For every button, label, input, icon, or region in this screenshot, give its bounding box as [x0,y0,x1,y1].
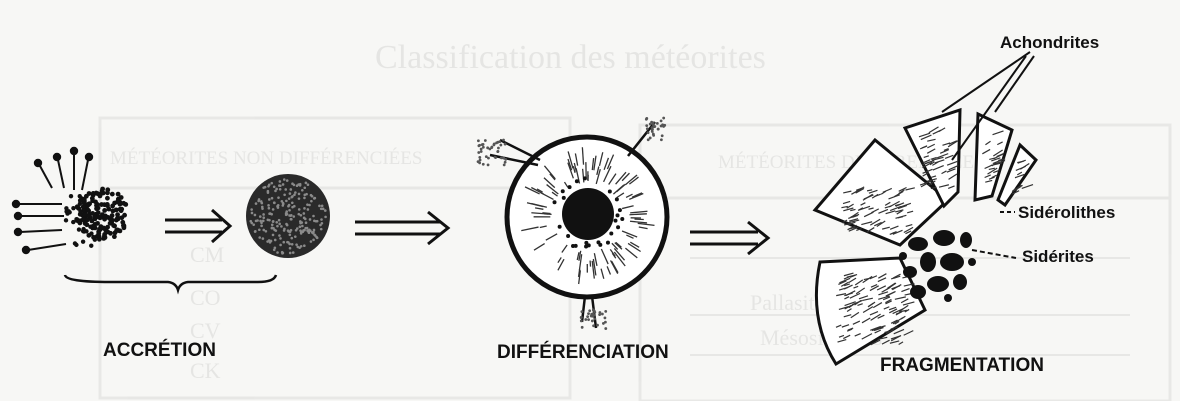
label-siderites: Sidérites [1022,247,1094,266]
label-achondrites: Achondrites [1000,33,1099,52]
siderite-fragments [899,230,976,302]
ghost-cell-1: CO [190,285,221,310]
ghost-left-header: MÉTÉORITES NON DIFFÉRENCIÉES [110,147,422,169]
accreted-body [246,174,330,258]
accretion-bracket [65,275,276,290]
ghost-cell-3: CK [190,358,221,383]
label-fragmentation: FRAGMENTATION [880,355,1044,376]
arrow-2 [355,212,448,244]
iron-core [562,188,614,240]
fragmented-body [815,110,1036,364]
arrow-1 [165,210,230,242]
ghost-cell-0: CM [190,242,224,267]
label-differentiation: DIFFÉRENCIATION [497,341,669,363]
ghost-title: Classification des météorites [375,39,766,76]
differentiated-body [477,117,667,330]
arrow-3 [690,222,768,254]
label-accretion: ACCRÉTION [103,339,216,361]
accretion-cluster [64,187,128,248]
label-siderolithes: Sidérolithes [1018,203,1115,222]
